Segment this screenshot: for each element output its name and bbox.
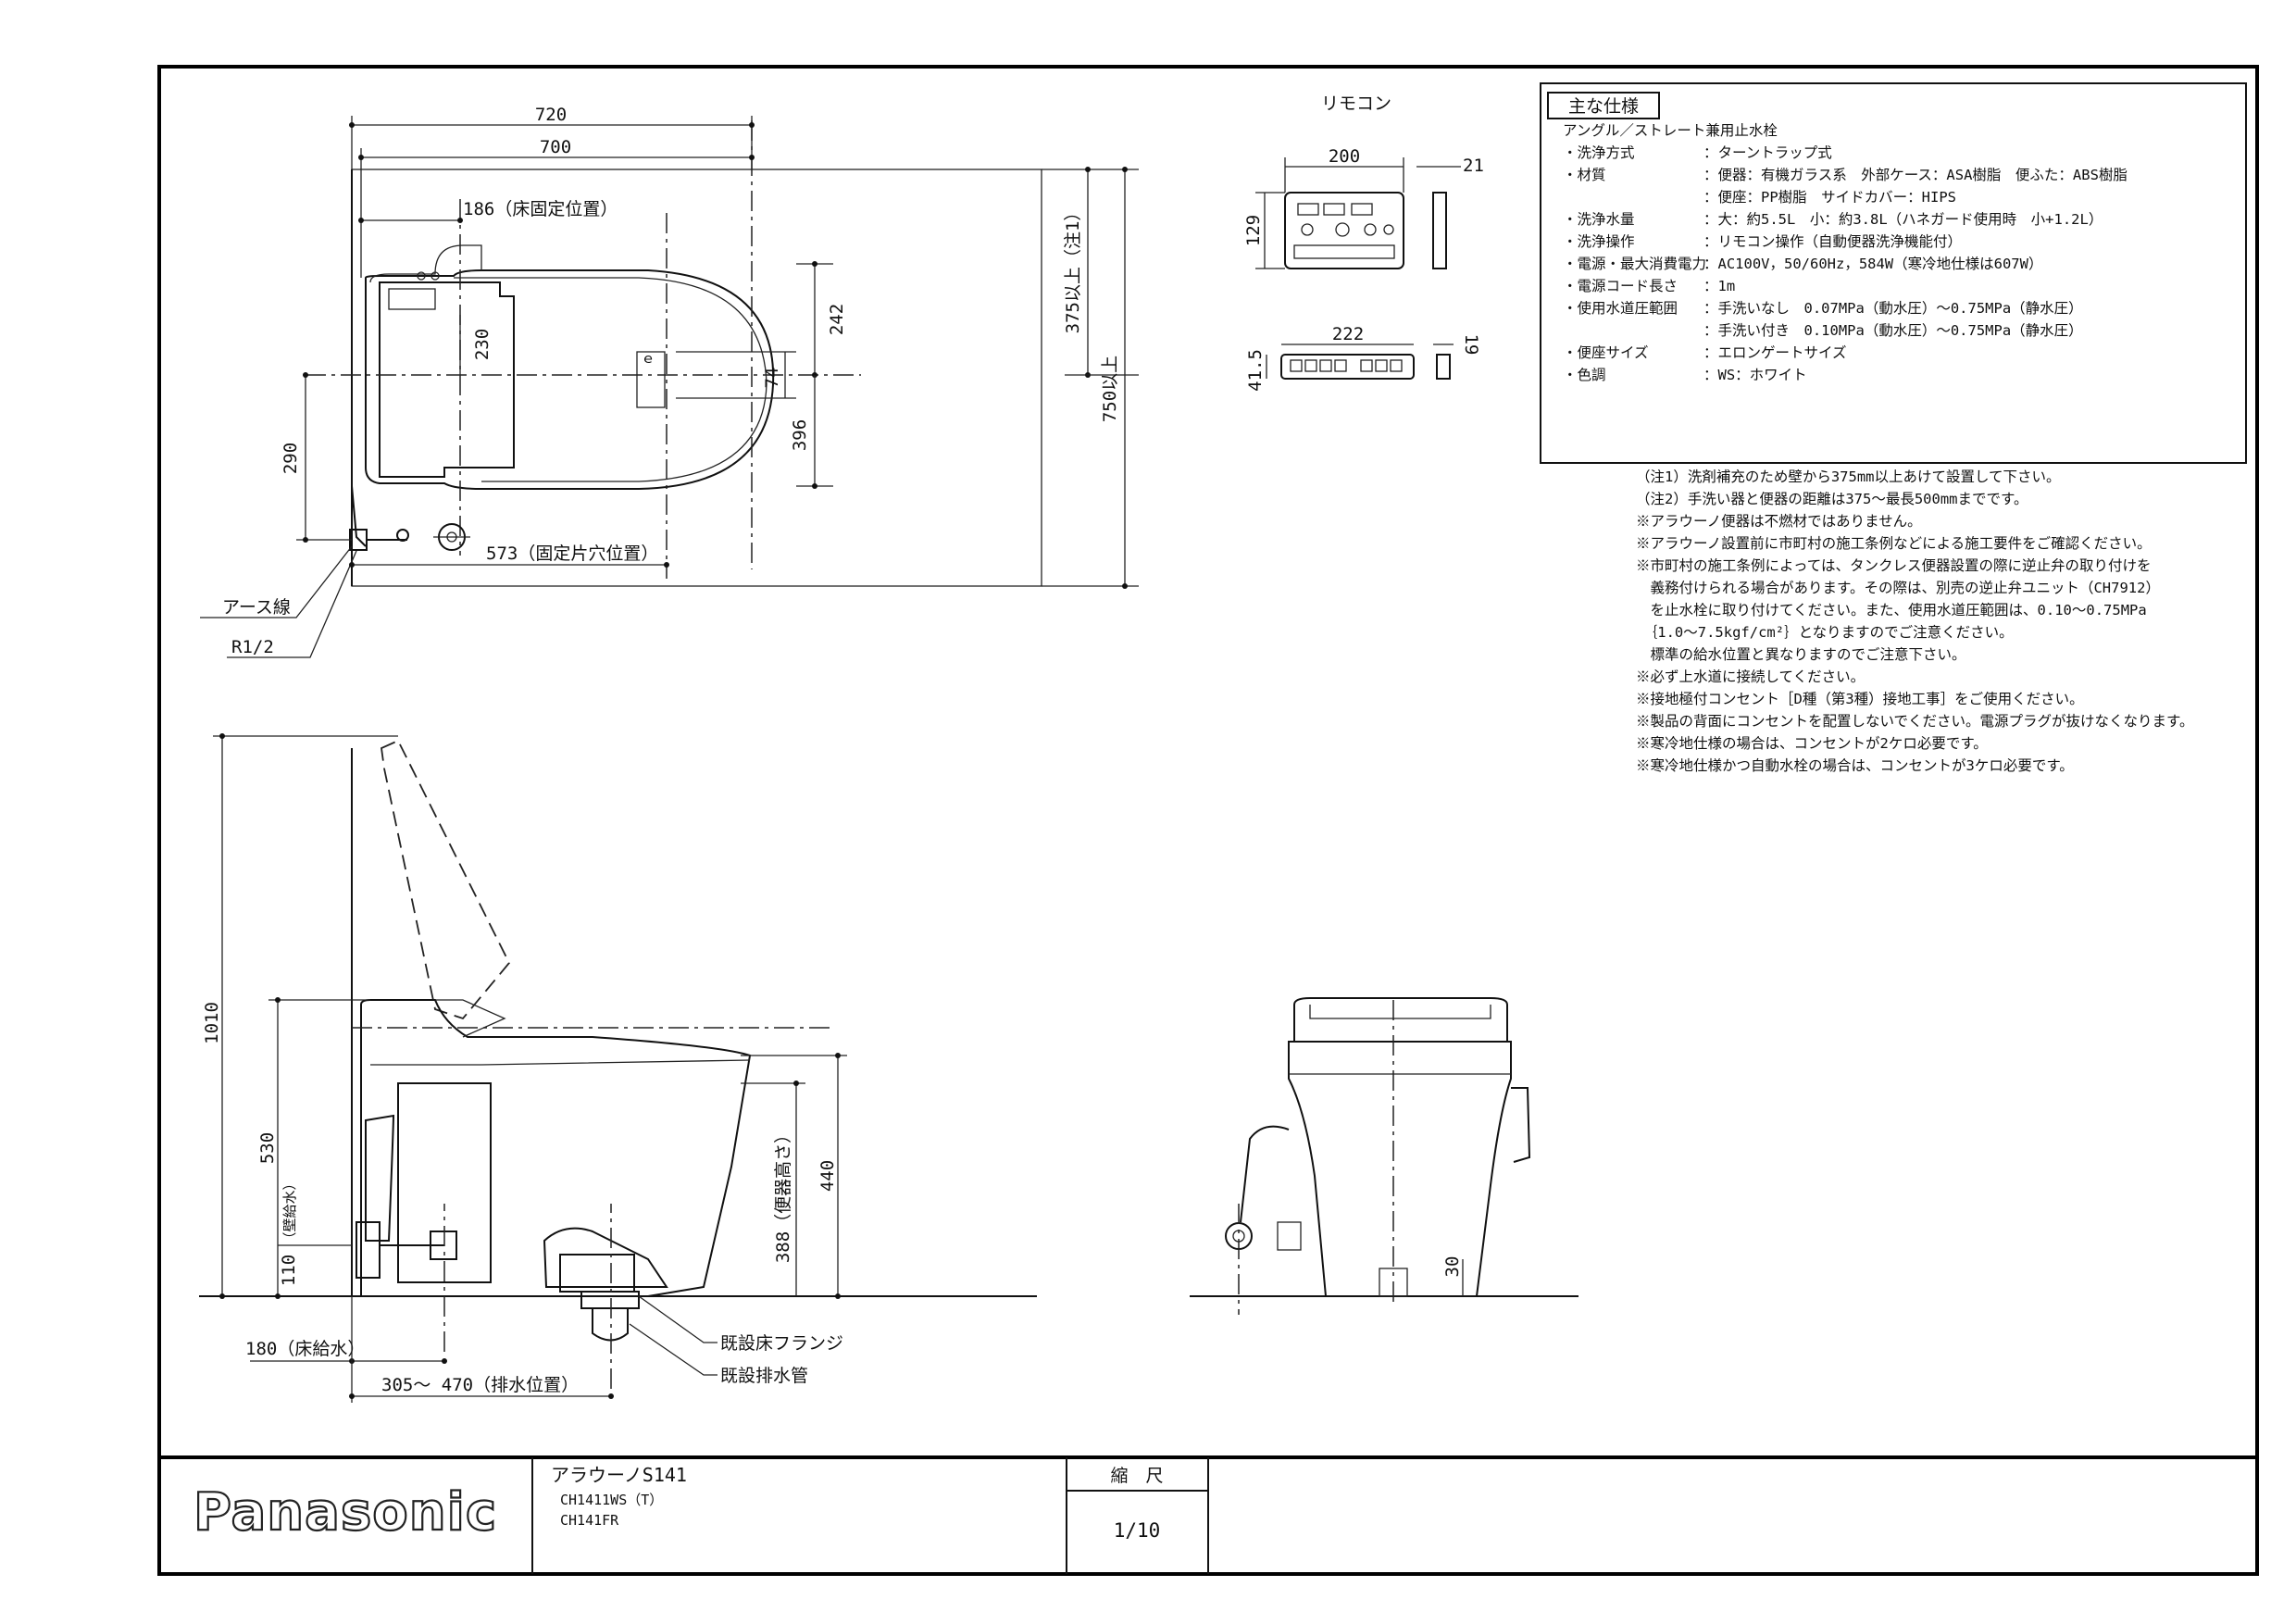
side-body bbox=[360, 999, 752, 1297]
notes: （注1）洗剤補充のため壁から375mm以上あけて設置して下さい。 （注2）手洗い器… bbox=[1636, 468, 2194, 774]
dim-375-note1: 375以上（注1） bbox=[1063, 204, 1083, 334]
spec-value: ：大：約5.5L 小：約3.8L（ハネガード使用時 小+1.2L） bbox=[1703, 211, 2103, 228]
dim-110: 110 bbox=[279, 1255, 299, 1286]
note-line: ※接地極付コンセント［D種（第3種）接地工事］をご使用ください。 bbox=[1636, 691, 2084, 707]
dim-19: 19 bbox=[1461, 334, 1481, 356]
model-1: CH1411WS（T） bbox=[560, 1492, 663, 1508]
plan-view: ｅ 720 700 186（床固定位置） 230 bbox=[200, 105, 1139, 658]
spec-box: 主な仕様 アングル／ストレート兼用止水栓 ・洗浄方式 ：ターントラップ式・材質 ：便… bbox=[1540, 82, 2247, 464]
dim-530: 530 bbox=[257, 1132, 278, 1164]
dim-129: 129 bbox=[1243, 215, 1264, 246]
spec-label: ・洗浄操作 bbox=[1563, 233, 1635, 250]
spec-value: ：WS：ホワイト bbox=[1703, 367, 1807, 383]
note-line: ｛1.0～7.5kgf/cm²｝となりますのでご注意ください。 bbox=[1636, 623, 2014, 641]
label-existing-drain: 既設排水管 bbox=[720, 1366, 808, 1386]
dim-388-seat: 388（便器高さ） bbox=[773, 1126, 793, 1263]
side-view: 1010 530 （壁給水） 110 440 388（便器高さ） 180（床給水… bbox=[199, 733, 1037, 1403]
note-line: ※市町村の施工条例によっては、タンクレス便器設置の際に逆止弁の取り付けを bbox=[1636, 557, 2151, 574]
note-line: ※アラウーノ便器は不燃材ではありません。 bbox=[1636, 513, 1922, 530]
front-top bbox=[1293, 997, 1508, 1043]
dim-700: 700 bbox=[540, 137, 571, 157]
svg-text:ｅ: ｅ bbox=[641, 350, 655, 367]
spec-label: ・色調 bbox=[1563, 367, 1606, 383]
spec-label: ・材質 bbox=[1563, 167, 1606, 183]
label-earth-wire: アース線 bbox=[222, 597, 291, 618]
dim-242: 242 bbox=[827, 304, 847, 335]
dim-573-fix-hole: 573（固定片穴位置） bbox=[486, 543, 658, 564]
remote-views: リモコン 200 21 129 222 41.5 19 bbox=[1243, 94, 1484, 392]
spec-subtitle: アングル／ストレート兼用止水栓 bbox=[1563, 122, 1778, 139]
dim-30: 30 bbox=[1442, 1256, 1463, 1278]
scale-value: 1/10 bbox=[1114, 1519, 1161, 1542]
spec-label: ・洗浄方式 bbox=[1563, 144, 1635, 161]
spec-label: ・電源コード長さ bbox=[1563, 278, 1678, 294]
dim-222: 222 bbox=[1332, 324, 1364, 344]
title-block: Panasonic アラウーノS141 CH1411WS（T） CH141FR … bbox=[193, 1457, 1209, 1574]
dim-440: 440 bbox=[817, 1160, 838, 1192]
side-drain-flange bbox=[580, 1291, 640, 1309]
dim-1010: 1010 bbox=[202, 1002, 222, 1044]
remote-front bbox=[1284, 192, 1404, 269]
note-line: 義務付けられる場合があります。その際は、別売の逆止弁ユニット（CH7912） bbox=[1636, 580, 2160, 596]
brand-logo: Panasonic bbox=[193, 1482, 497, 1543]
note-line: ※製品の背面にコンセントを配置しないでください。電源プラグが抜けなくなります。 bbox=[1636, 713, 2194, 730]
note-line: （注2）手洗い器と便器の距離は375～最長500mmまでです。 bbox=[1636, 491, 2028, 507]
note-line: ※寒冷地仕様の場合は、コンセントが2ケロ必要です。 bbox=[1636, 734, 1988, 752]
spec-value: ：リモコン操作（自動便器洗浄機能付） bbox=[1703, 233, 1962, 250]
plan-toilet-outline bbox=[365, 269, 775, 490]
spec-value: ：1m bbox=[1703, 278, 1735, 294]
dim-230: 230 bbox=[472, 329, 493, 360]
front-view: 30 bbox=[1190, 997, 1578, 1315]
note-line: 標準の給水位置と異なりますのでご注意下さい。 bbox=[1636, 645, 1966, 663]
front-body bbox=[1288, 1041, 1512, 1297]
note-line: （注1）洗剤補充のため壁から375mm以上あけて設置して下さい。 bbox=[1636, 468, 2061, 485]
spec-value: ：ターントラップ式 bbox=[1703, 144, 1832, 161]
spec-value: ：エロンゲートサイズ bbox=[1703, 344, 1847, 361]
remote-side bbox=[1432, 192, 1447, 269]
side-lid-raised bbox=[381, 739, 511, 1020]
spec-label: ・使用水道圧範囲 bbox=[1563, 300, 1678, 317]
spec-value: ：手洗いなし 0.07MPa（動水圧）～0.75MPa（静水圧） bbox=[1703, 300, 2083, 317]
note-line: ※アラウーノ設置前に市町村の施工条例などによる施工要件をご確認ください。 bbox=[1636, 535, 2152, 552]
dim-290: 290 bbox=[281, 443, 301, 474]
model-2: CH141FR bbox=[560, 1512, 619, 1529]
product-name: アラウーノS141 bbox=[551, 1464, 687, 1486]
remote-top bbox=[1280, 354, 1415, 380]
spec-title: 主な仕様 bbox=[1568, 96, 1639, 117]
remote-label: リモコン bbox=[1321, 94, 1391, 114]
spec-frame bbox=[1540, 82, 2247, 464]
dim-180-floor-supply: 180（床給水） bbox=[245, 1339, 365, 1359]
label-r12: R1/2 bbox=[231, 637, 274, 657]
spec-title-frame bbox=[1547, 92, 1660, 119]
side-drain-pipe bbox=[592, 1308, 629, 1342]
label-wall-supply: （壁給水） bbox=[281, 1176, 298, 1245]
spec-label: ・洗浄水量 bbox=[1563, 211, 1635, 228]
spec-rows: ・洗浄方式 ：ターントラップ式・材質 ：便器：有機ガラス系 外部ケース：ASA樹脂 … bbox=[1563, 144, 2128, 383]
spec-value: ：AC100V，50/60Hz，584W（寒冷地仕様は607W） bbox=[1703, 255, 2042, 272]
dim-720: 720 bbox=[535, 105, 567, 125]
spec-label: ・電源・最大消費電力 bbox=[1563, 256, 1706, 272]
note-line: ※必ず上水道に接続してください。 bbox=[1636, 668, 1865, 685]
dim-750: 750以上 bbox=[1100, 356, 1120, 422]
scale-label: 縮 尺 bbox=[1110, 1466, 1163, 1486]
spec-value: ：手洗い付き 0.10MPa（動水圧）～0.75MPa（静水圧） bbox=[1703, 322, 2083, 339]
note-line: ※寒冷地仕様かつ自動水栓の場合は、コンセントが3ケロ必要です。 bbox=[1636, 756, 2074, 774]
dim-200: 200 bbox=[1329, 146, 1360, 167]
note-line: を止水栓に取り付けてください。また、使用水道圧範囲は、0.10～0.75MPa bbox=[1636, 602, 2147, 618]
spec-label: ・便座サイズ bbox=[1563, 344, 1649, 361]
dim-186-floor-fix: 186（床固定位置） bbox=[463, 199, 618, 219]
sheet-border bbox=[157, 65, 2259, 1576]
dim-drain-pos: 305～ 470（排水位置） bbox=[381, 1375, 579, 1395]
label-existing-flange: 既設床フランジ bbox=[720, 1333, 843, 1354]
dim-396: 396 bbox=[790, 419, 810, 451]
dim-21: 21 bbox=[1463, 156, 1484, 176]
dim-41-5: 41.5 bbox=[1245, 349, 1266, 392]
spec-value: ：便座：PP樹脂 サイドカバー：HIPS bbox=[1703, 189, 1956, 206]
dim-74: 74 bbox=[762, 368, 782, 389]
remote-top-side bbox=[1436, 354, 1451, 380]
spec-value: ：便器：有機ガラス系 外部ケース：ASA樹脂 便ふた：ABS樹脂 bbox=[1703, 167, 2128, 183]
